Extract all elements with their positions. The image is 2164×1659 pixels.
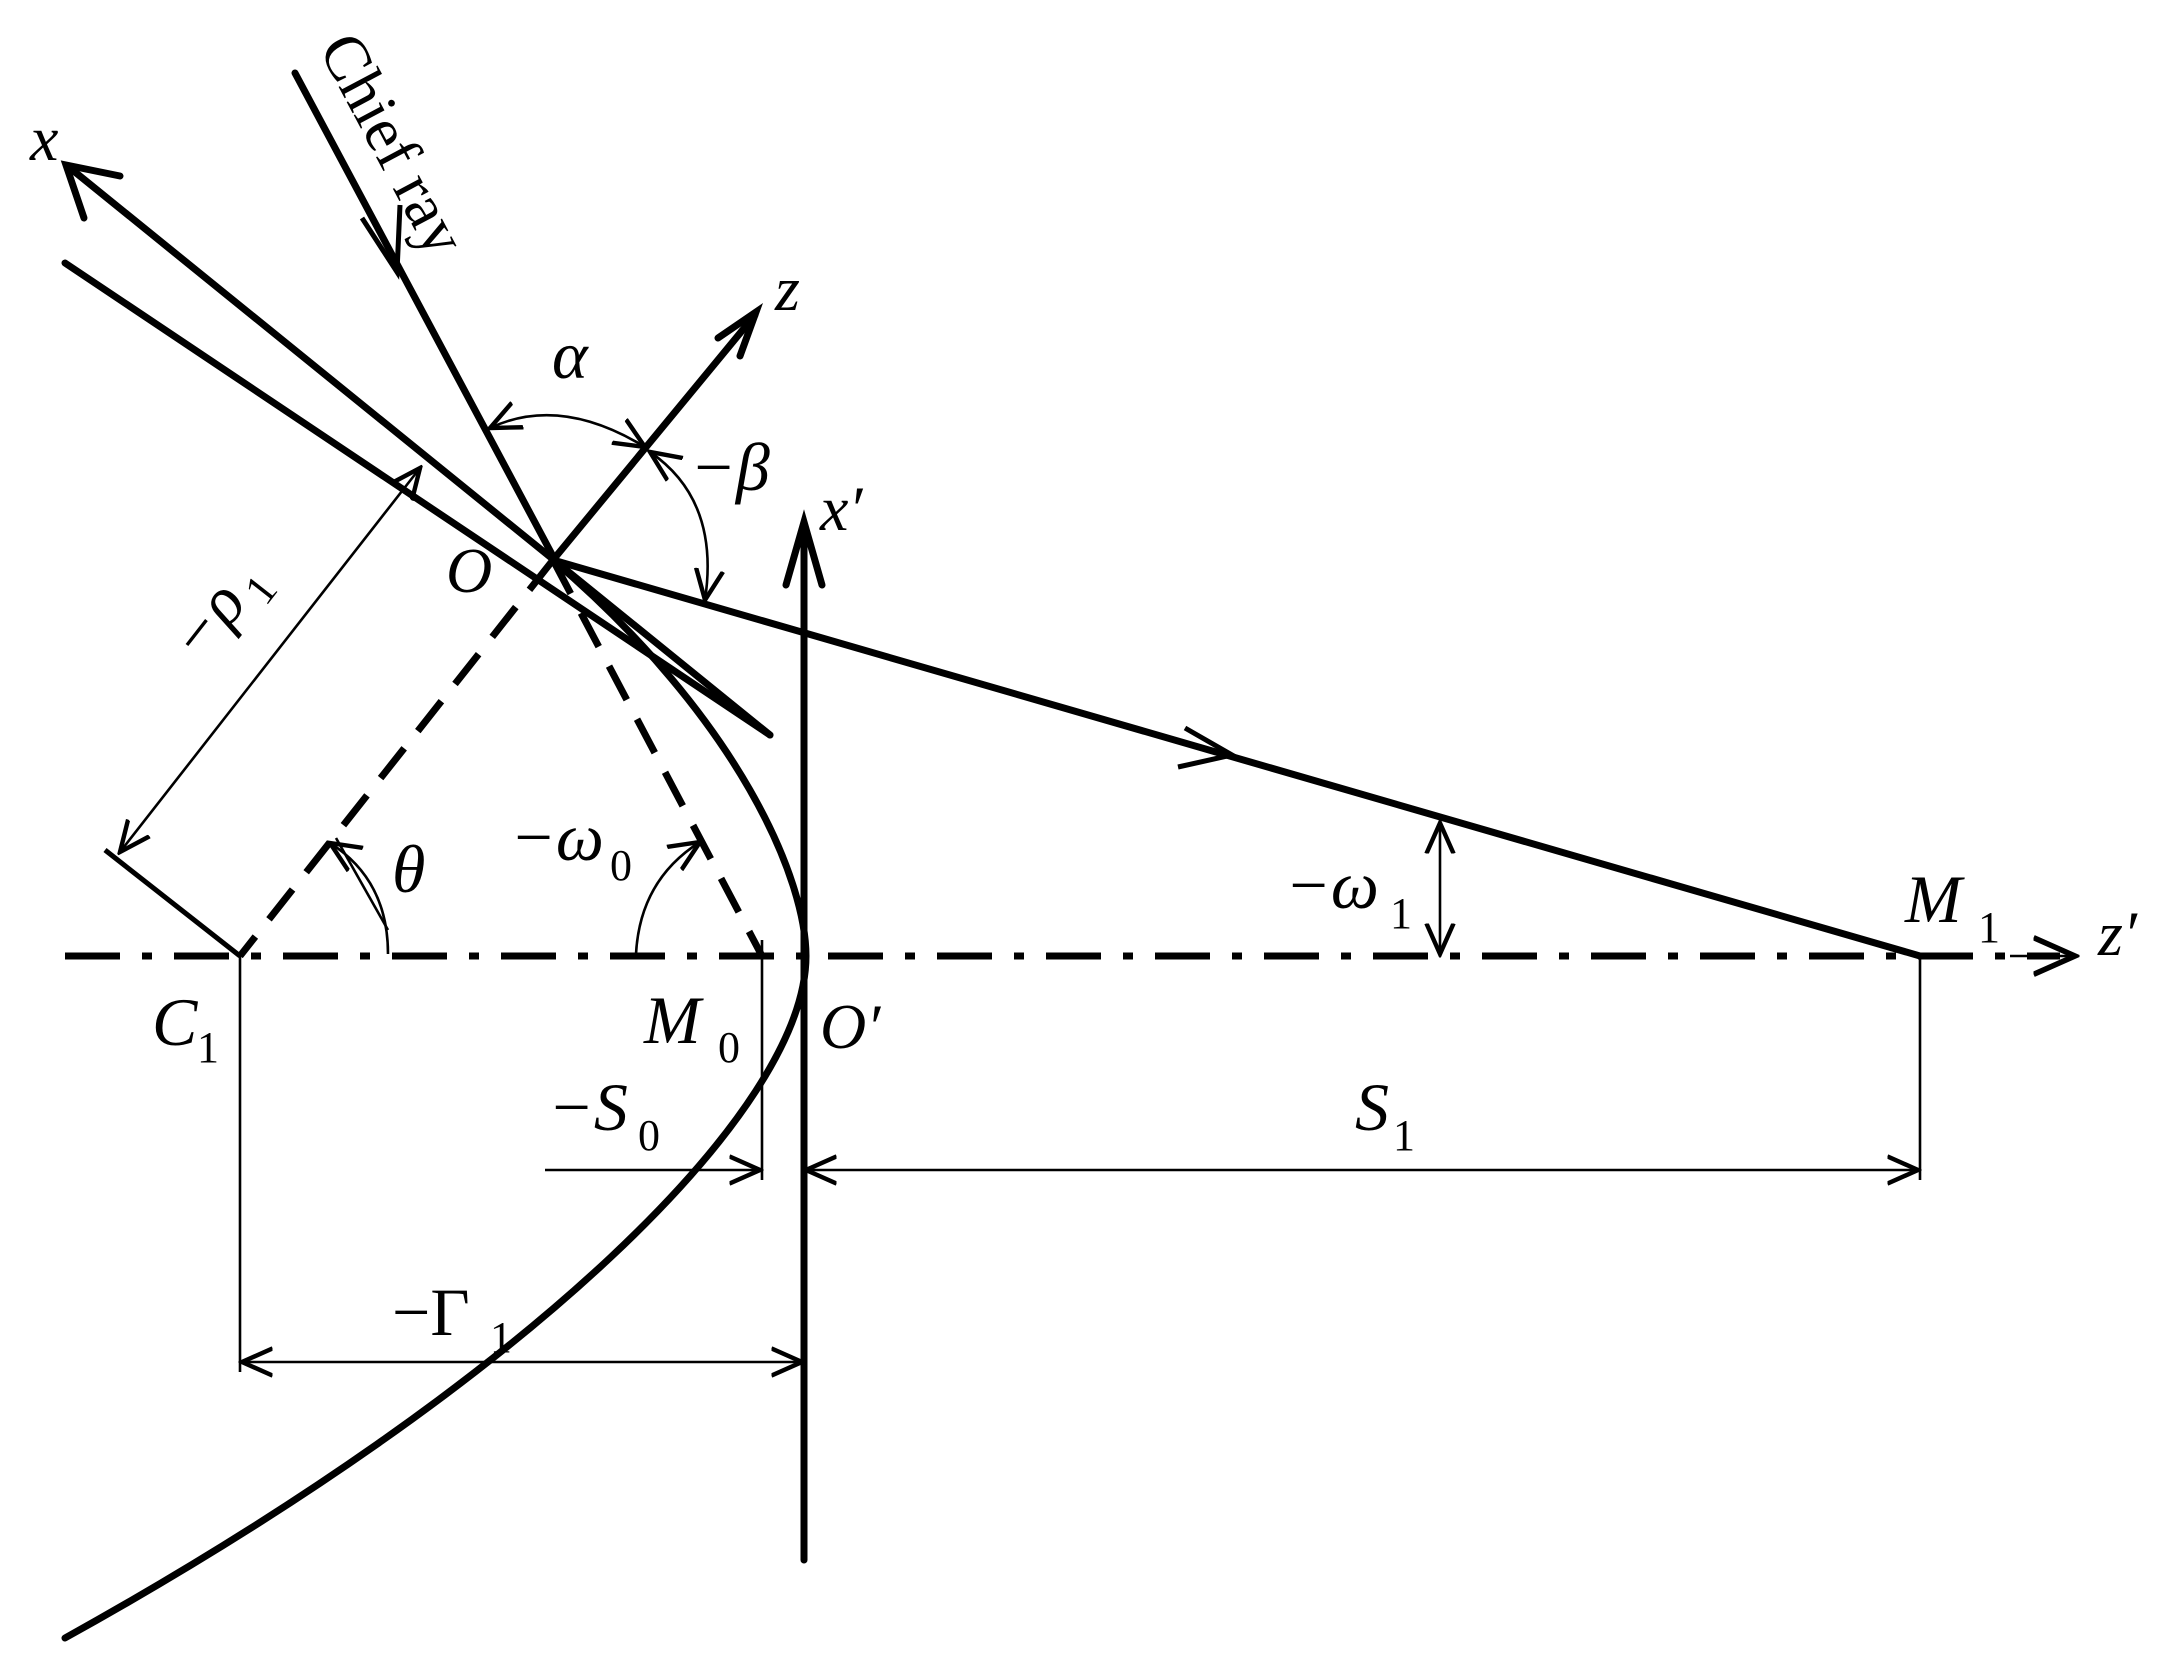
chief-ray-arrow	[359, 204, 403, 280]
minus-s0-main: −S	[548, 1069, 628, 1145]
omega0-main: −ω	[510, 799, 604, 875]
m1-label: M 1	[1904, 861, 2000, 952]
z-axis-label: z	[774, 253, 800, 324]
origin-prime-label: O′	[820, 991, 881, 1062]
origin-label: O	[446, 535, 492, 606]
reflected-ray-arrow	[1177, 725, 1239, 770]
minus-gamma1-main: −Γ	[392, 1274, 470, 1350]
beta-arc	[650, 452, 708, 600]
theta-label: θ	[392, 831, 425, 907]
s1-subscript: 1	[1393, 1111, 1415, 1160]
omega0-subscript: 0	[610, 841, 632, 890]
m0-main: M	[643, 982, 704, 1058]
omega0-arc	[634, 842, 700, 955]
c1-tangent-perpendicular	[103, 848, 242, 958]
s1-main: S	[1355, 1069, 1389, 1145]
theta-arc-arrow	[334, 837, 390, 931]
c1-subscript: 1	[197, 1023, 219, 1072]
alpha-label: α	[552, 317, 589, 393]
omega1-label: −ω 1	[1285, 847, 1412, 938]
m0-subscript: 0	[718, 1023, 740, 1072]
z-arrowhead	[714, 302, 764, 360]
z-axis	[549, 311, 759, 564]
chief-ray	[291, 69, 559, 564]
omega1-main: −ω	[1285, 847, 1379, 923]
rho1-dimension	[120, 468, 420, 852]
alpha-arc	[490, 415, 645, 447]
mirror-curve	[61, 556, 810, 1642]
omega0-label: −ω 0	[510, 799, 632, 890]
minus-gamma1-subscript: 1	[490, 1313, 512, 1362]
minus-s0-subscript: 0	[638, 1111, 660, 1160]
s1-label: S 1	[1355, 1069, 1415, 1160]
omega1-subscript: 1	[1390, 889, 1412, 938]
theta-arc	[330, 843, 390, 955]
c1-main: C	[152, 984, 198, 1060]
x-prime-arrowhead	[782, 509, 826, 589]
minus-s0-label: −S 0	[548, 1069, 660, 1160]
x-axis-label: x	[29, 103, 58, 174]
tangent-line	[61, 259, 774, 739]
o-to-m0-dashed	[549, 558, 766, 958]
rho1-label: −ρ 1	[152, 566, 287, 675]
m1-main: M	[1904, 861, 1965, 937]
minus-beta-label: −β	[690, 429, 770, 505]
minus-gamma1-label: −Γ 1	[392, 1274, 512, 1362]
x-axis	[66, 164, 774, 739]
x-prime-axis-label: x′	[819, 473, 863, 544]
m1-subscript: 1	[1978, 903, 2000, 952]
m0-label: M 0	[643, 982, 740, 1072]
x-arrowhead	[60, 160, 124, 222]
c1-label: C 1	[152, 984, 219, 1072]
z-prime-axis-label: z′	[2097, 898, 2138, 969]
reflected-ray	[549, 556, 1924, 960]
